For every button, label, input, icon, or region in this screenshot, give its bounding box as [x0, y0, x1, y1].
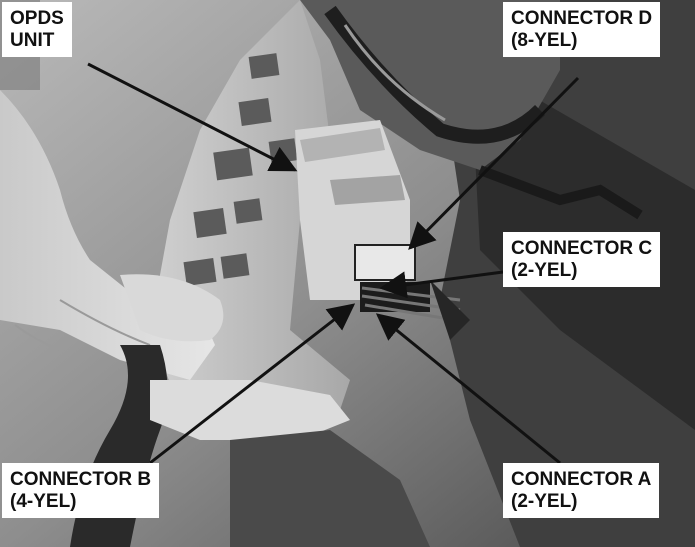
label-connector-c-line1: CONNECTOR C	[511, 238, 653, 259]
label-connector-d: CONNECTOR D (8-YEL)	[503, 2, 661, 57]
label-connector-c-line2: (2-YEL)	[511, 260, 578, 281]
label-connector-d-line1: CONNECTOR D	[511, 8, 653, 29]
label-opds-line1: OPDS	[10, 8, 64, 29]
arrow-connector-c	[379, 270, 504, 299]
label-connector-a-line1: CONNECTOR A	[511, 469, 652, 490]
label-opds-line2: UNIT	[10, 30, 55, 51]
label-connector-b-line1: CONNECTOR B	[10, 469, 152, 490]
label-connector-d-line2: (8-YEL)	[511, 30, 578, 51]
label-connector-c: CONNECTOR C (2-YEL)	[503, 232, 661, 287]
label-opds-unit: OPDS UNIT	[2, 2, 72, 57]
label-connector-a-line2: (2-YEL)	[511, 491, 578, 512]
label-connector-b-line2: (4-YEL)	[10, 491, 77, 512]
arrow-connector-d	[408, 76, 580, 250]
arrow-connector-b	[149, 303, 356, 465]
label-connector-b: CONNECTOR B (4-YEL)	[2, 463, 160, 518]
arrow-connector-a	[375, 313, 561, 465]
label-connector-a: CONNECTOR A (2-YEL)	[503, 463, 660, 518]
arrow-opds	[87, 62, 298, 172]
